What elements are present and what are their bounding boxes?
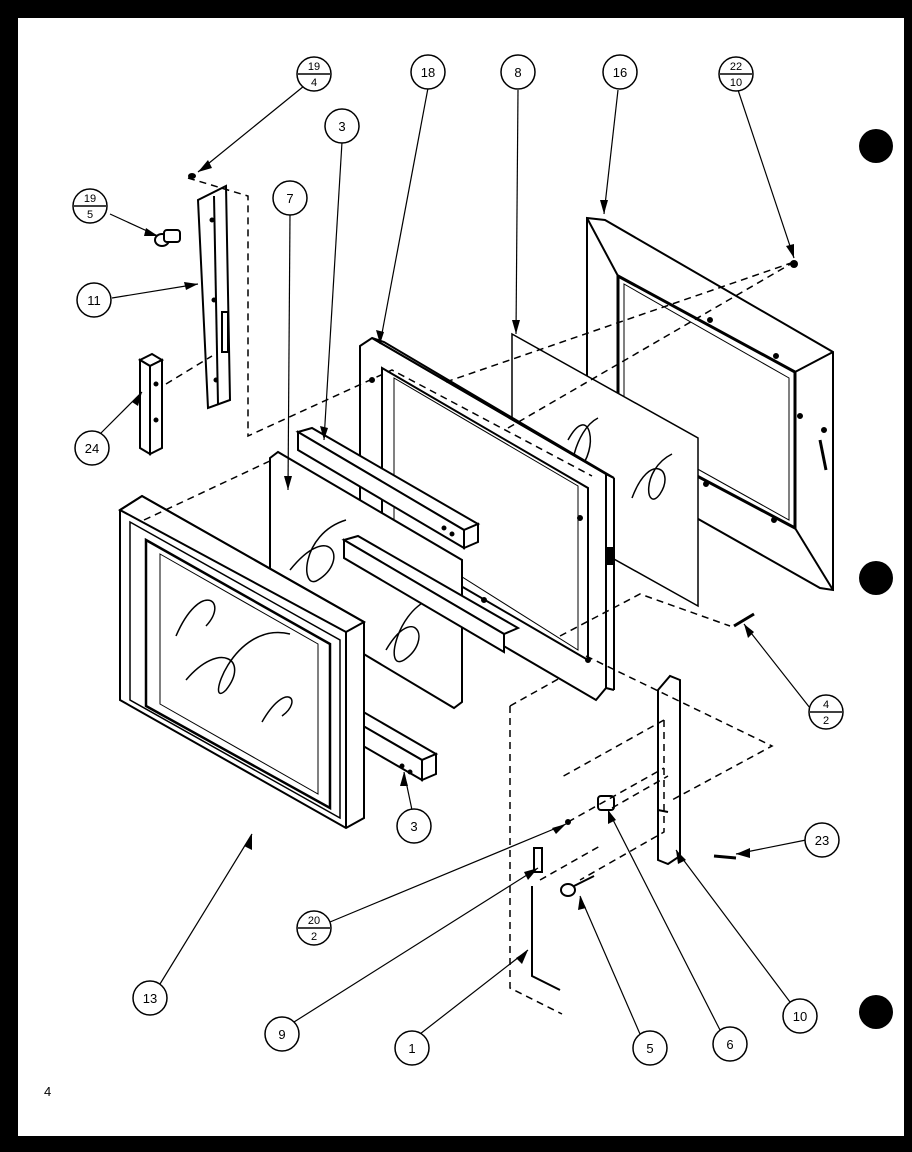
callout-19-over-5-bottom: 5 [87,209,93,221]
callout-6: 6 [712,1026,748,1062]
binder-hole-top [859,129,893,163]
part-24-spacer-block [137,352,165,456]
callout-6-label: 6 [726,1037,733,1052]
part-1-bracket [531,886,561,991]
binder-hole-middle [859,561,893,595]
callout-8: 8 [500,54,536,90]
callout-7: 7 [272,180,308,216]
callout-19-over-4-top: 19 [308,61,320,73]
callout-10: 10 [782,998,818,1034]
callout-22-over-10: 22 10 [718,56,754,92]
callout-4-over-2: 4 2 [808,694,844,730]
callout-4-over-2-bottom: 2 [823,715,829,727]
part-11-hinge-bracket [196,184,232,410]
part-6-latch-catch [597,795,615,811]
part-3-spacer-bar-middle [341,534,521,654]
callout-3-upper: 3 [324,108,360,144]
callout-20-over-2-bottom: 2 [311,931,317,943]
callout-5-label: 5 [646,1041,653,1056]
callout-23: 23 [804,822,840,858]
callout-4-over-2-top: 4 [823,699,829,711]
part-19-screw-top [188,173,196,179]
callout-11: 11 [76,282,112,318]
callout-3-lower-label: 3 [410,819,417,834]
callout-20-over-2: 20 2 [296,910,332,946]
callout-1-label: 1 [408,1041,415,1056]
callout-13: 13 [132,980,168,1016]
callout-18-label: 18 [421,65,435,80]
leader-arrowheads [132,160,794,964]
callout-19-over-4-bottom: 4 [311,77,317,89]
part-9-clip [533,847,543,873]
callout-18: 18 [410,54,446,90]
binder-hole-bottom [859,995,893,1029]
part-4-screw [733,612,755,628]
callout-19-over-5-top: 19 [84,193,96,205]
callout-16-label: 16 [613,65,627,80]
part-5-roller [560,875,595,897]
callout-22-over-10-bottom: 10 [730,77,742,89]
callout-24-label: 24 [85,441,99,456]
part-23-screw [713,854,737,860]
callout-9-label: 9 [278,1027,285,1042]
callout-3-lower: 3 [396,808,432,844]
part-13-front-door-frame [118,494,367,830]
page-number: 4 [44,1084,52,1099]
callout-13-label: 13 [143,991,157,1006]
callout-16: 16 [602,54,638,90]
callout-11-label: 11 [87,293,101,308]
callout-19-over-5: 19 5 [72,188,108,224]
callout-10-label: 10 [793,1009,807,1024]
callout-22-over-10-top: 22 [730,61,742,73]
assembly-dashed-lines [143,177,795,1015]
callout-3-upper-label: 3 [338,119,345,134]
callout-7-label: 7 [286,191,293,206]
callout-9: 9 [264,1016,300,1052]
callout-1: 1 [394,1030,430,1066]
callout-19-over-4: 19 4 [296,56,332,92]
callout-5: 5 [632,1030,668,1066]
callout-20-over-2-top: 20 [308,915,320,927]
callout-24: 24 [74,430,110,466]
part-19-knob [154,229,181,247]
part-16-outer-panel [586,216,834,592]
callout-8-label: 8 [514,65,521,80]
part-10-latch-plate [657,674,681,866]
part-3-spacer-bar-upper [295,426,481,550]
callout-23-label: 23 [815,833,829,848]
leader-lines [97,85,811,1035]
